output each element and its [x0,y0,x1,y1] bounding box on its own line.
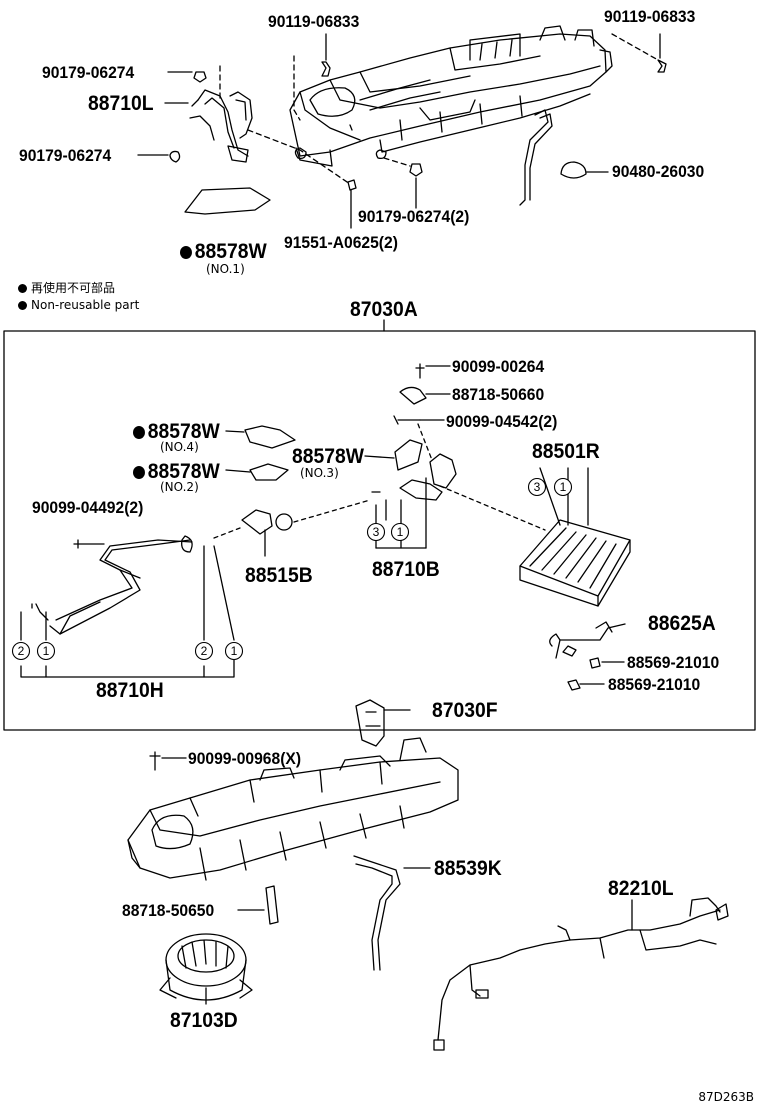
label-88625A[interactable]: 88625A [648,612,716,635]
label-90179-06274-x2[interactable]: 90179-06274(2) [358,207,470,226]
label-88578W-no3[interactable]: 88578W [292,445,364,468]
non-reusable-dot [133,426,145,439]
sublabel-no4: (NO.4) [160,440,199,454]
pad-88578W-no2-drawing [249,463,289,481]
label-87103D[interactable]: 87103D [170,1009,238,1032]
label-88578W-no2[interactable]: 88578W [133,461,220,482]
label-88578W-no4-text: 88578W [147,420,220,443]
label-91551-A0625-x2[interactable]: 91551-A0625(2) [284,233,398,252]
label-90119-06833-left[interactable]: 90119-06833 [268,12,360,31]
callout-1-pipe-right: 1 [231,644,238,658]
callout-1-valve: 1 [397,525,404,539]
label-88578W-no1-text: 88578W [194,240,267,263]
label-82210L[interactable]: 82210L [608,877,674,900]
label-88710H[interactable]: 88710H [96,679,164,702]
pad-88578W-no1-drawing [184,187,271,215]
label-90099-04542-x2[interactable]: 90099-04542(2) [446,412,558,431]
label-88578W-no1[interactable]: 88578W [180,241,267,262]
label-90179-06274-mid[interactable]: 90179-06274 [19,146,112,165]
non-reusable-dot [133,466,145,479]
label-88710L[interactable]: 88710L [88,92,154,115]
label-90099-04492-x2[interactable]: 90099-04492(2) [32,498,144,517]
callout-3-evaporator: 3 [534,480,541,494]
label-88515B[interactable]: 88515B [245,564,313,587]
label-88578W-no4[interactable]: 88578W [133,421,220,442]
label-90480-26030[interactable]: 90480-26030 [612,162,705,181]
label-90099-00968-x[interactable]: 90099-00968(X) [188,749,302,768]
sublabel-no3: (NO.3) [300,466,339,480]
legend-en: Non-reusable part [18,299,139,311]
pipe-88710L-drawing [189,89,253,163]
label-87030A-assembly[interactable]: 87030A [350,298,418,321]
sublabel-no1: (NO.1) [206,262,245,276]
non-reusable-dot [180,246,192,259]
callout-1-evaporator: 1 [560,480,567,494]
legend-en-text: Non-reusable part [31,298,140,312]
label-88578W-no2-text: 88578W [147,460,220,483]
label-88539K[interactable]: 88539K [434,857,502,880]
wire-harness-82210L-drawing [433,897,729,1051]
lower-heater-unit-drawing [127,737,459,881]
blower-motor-87103D-drawing [159,933,253,1001]
label-88569-21010-lower[interactable]: 88569-21010 [608,675,701,694]
label-90179-06274-top[interactable]: 90179-06274 [42,63,135,82]
label-87030F[interactable]: 87030F [432,699,498,722]
callout-1-pipe-left: 1 [43,644,50,658]
callout-3-valve: 3 [373,525,380,539]
pad-88578W-no3-drawing [394,439,423,471]
legend-dot-icon [18,301,27,310]
pipe-88710H-drawing [35,535,193,635]
legend-jp-text: 再使用不可部品 [31,281,116,295]
assembly-frame [3,330,756,731]
label-90119-06833-right[interactable]: 90119-06833 [604,7,696,26]
legend-dot-icon [18,284,27,293]
pad-88578W-no4-drawing [244,425,296,449]
evaporator-88501R-drawing [519,519,631,607]
figure-code: 87D263B [698,1090,754,1104]
label-88501R[interactable]: 88501R [532,440,600,463]
label-88710B[interactable]: 88710B [372,558,440,581]
sublabel-no2: (NO.2) [160,480,199,494]
callout-2-pipe-left: 2 [18,644,25,658]
legend-jp: 再使用不可部品 [18,282,115,294]
callout-2-pipe-right: 2 [201,644,208,658]
label-88569-21010-upper[interactable]: 88569-21010 [627,653,720,672]
label-88718-50650[interactable]: 88718-50650 [122,901,215,920]
label-88718-50660[interactable]: 88718-50660 [452,385,545,404]
upper-heater-unit-drawing [289,25,613,206]
label-90099-00264[interactable]: 90099-00264 [452,357,545,376]
